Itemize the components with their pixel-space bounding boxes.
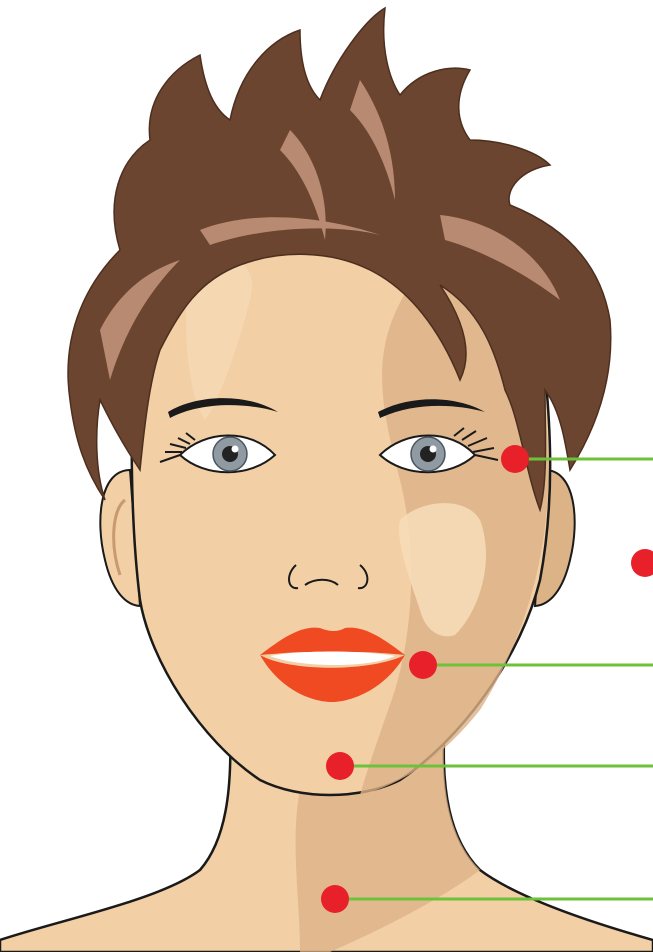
marker-cheek[interactable] xyxy=(631,549,653,577)
marker-mouth-corner[interactable] xyxy=(409,651,437,679)
marker-eye-corner[interactable] xyxy=(501,445,529,473)
marker-chin[interactable] xyxy=(326,752,354,780)
marker-neck[interactable] xyxy=(321,885,349,913)
right-eye-glint xyxy=(430,446,437,453)
left-eye-glint xyxy=(232,446,239,453)
